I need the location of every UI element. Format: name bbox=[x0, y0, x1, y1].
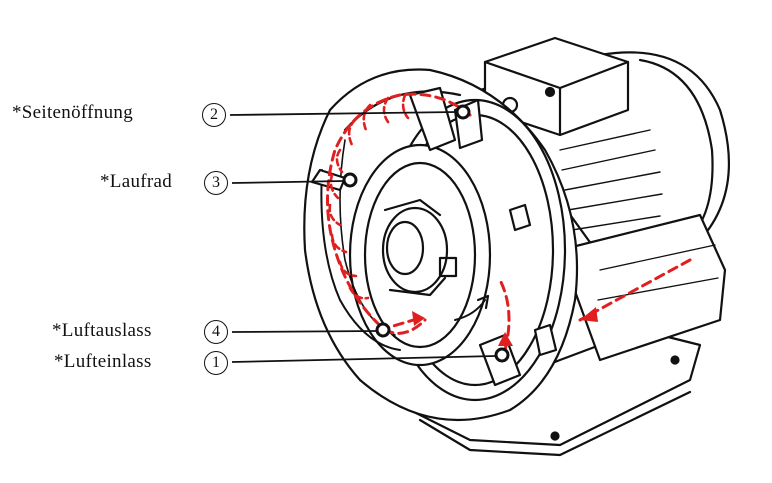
number-3: 3 bbox=[204, 171, 228, 195]
label-air-inlet: *Lufteinlass bbox=[54, 351, 152, 372]
side-opening-flange bbox=[408, 86, 457, 152]
marker-air-inlet bbox=[494, 347, 510, 363]
number-4: 4 bbox=[204, 320, 228, 344]
label-impeller: *Laufrad bbox=[100, 171, 173, 192]
marker-impeller bbox=[342, 172, 358, 188]
rotation-arrow bbox=[454, 299, 486, 321]
shaft-hub bbox=[381, 206, 449, 294]
marker-air-outlet bbox=[375, 322, 391, 338]
inlet-flow bbox=[578, 258, 692, 322]
motor-end-cap bbox=[638, 58, 714, 240]
number-2: 2 bbox=[202, 103, 226, 127]
label-side-opening: *Seitenöffnung bbox=[12, 102, 134, 123]
marker-side-opening bbox=[455, 104, 471, 120]
leader-impeller bbox=[231, 180, 345, 184]
number-1: 1 bbox=[204, 351, 228, 375]
leader-air-outlet bbox=[231, 330, 378, 333]
leader-air-inlet bbox=[231, 355, 497, 363]
impeller-ring bbox=[320, 169, 401, 351]
leader-side-opening bbox=[229, 111, 458, 116]
label-air-outlet: *Luftauslass bbox=[52, 320, 152, 341]
motor-fins bbox=[559, 129, 663, 231]
